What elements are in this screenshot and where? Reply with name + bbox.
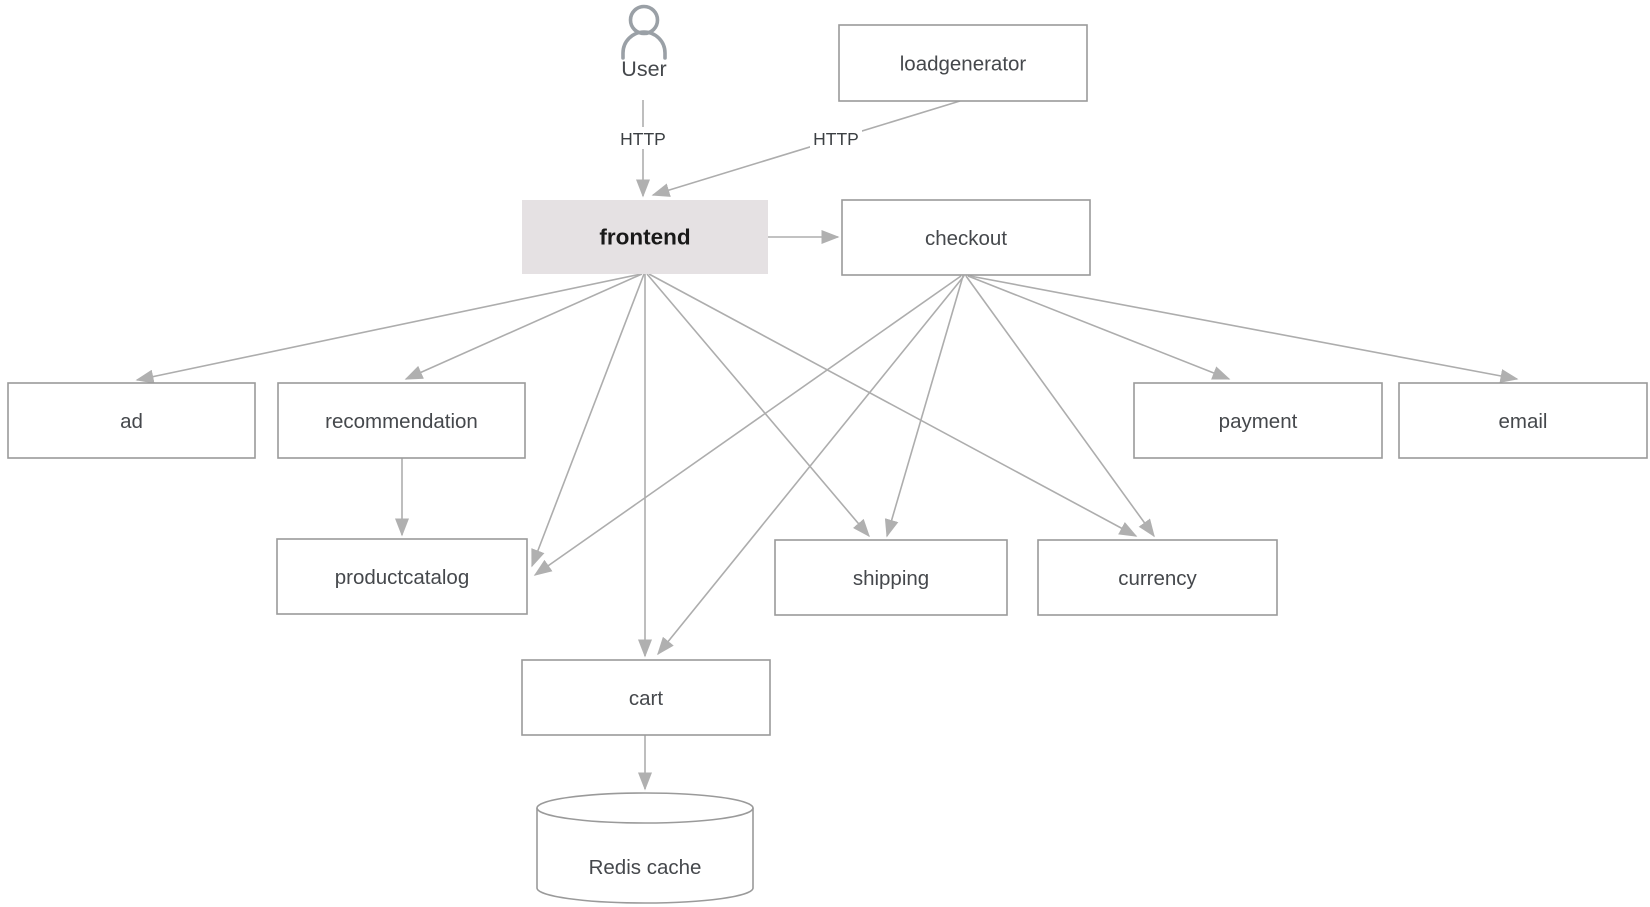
edges-layer [135, 100, 1519, 791]
edge-frontend-shipping [646, 273, 870, 538]
edge-frontend-recommendation [404, 273, 643, 380]
node-box-payment [1133, 382, 1383, 459]
edge-checkout-cart [657, 275, 965, 656]
node-box-currency [1037, 539, 1278, 616]
edge-frontend-ad [135, 273, 642, 384]
node-redis: Redis cache [536, 792, 754, 904]
node-label-shipping: shipping [853, 567, 929, 590]
node-label-cart: cart [629, 687, 663, 710]
edge-frontend-productcatalog [531, 273, 645, 568]
edge-label-bg-loadgenerator [810, 127, 862, 149]
edge-labels-layer: HTTP HTTP [617, 127, 862, 149]
node-productcatalog: productcatalog [276, 538, 528, 615]
node-label-user: User [621, 57, 666, 81]
node-email: email [1398, 382, 1648, 459]
node-label-frontend: frontend [599, 225, 690, 250]
edge-checkout-currency [965, 275, 1155, 538]
node-label-productcatalog: productcatalog [335, 566, 469, 589]
user-icon [621, 30, 667, 60]
node-box-productcatalog [276, 538, 528, 615]
node-recommendation: recommendation [277, 382, 526, 459]
node-label-email: email [1499, 410, 1548, 433]
node-label-redis: Redis cache [589, 856, 702, 879]
edge-checkout-productcatalog [533, 275, 962, 576]
edge-loadgenerator-frontend [651, 100, 961, 197]
node-frontend: frontend [522, 200, 768, 274]
node-label-recommendation: recommendation [325, 410, 478, 433]
node-box-shipping [774, 539, 1008, 616]
nodes-layer: User loadgenerator frontend checkout ad recom… [7, 4, 1648, 904]
node-box-email [1398, 382, 1648, 459]
node-loadgenerator: loadgenerator [838, 24, 1088, 102]
edge-checkout-payment [967, 275, 1231, 380]
user-icon-head [628, 4, 660, 36]
node-shipping: shipping [774, 539, 1008, 616]
node-currency: currency [1037, 539, 1278, 616]
node-label-currency: currency [1118, 567, 1197, 590]
edge-label-bg-user [617, 127, 669, 149]
node-box-loadgenerator [838, 24, 1088, 102]
edge-label-user-frontend: HTTP [620, 129, 666, 149]
node-ad: ad [7, 382, 256, 459]
node-label-ad: ad [120, 410, 143, 433]
edge-frontend-currency [648, 273, 1138, 537]
edge-checkout-email [969, 275, 1519, 383]
node-box-recommendation [277, 382, 526, 459]
node-user: User [621, 4, 667, 81]
cylinder-top-redis [536, 792, 754, 824]
node-label-checkout: checkout [925, 227, 1007, 250]
cylinder-body-redis [536, 808, 754, 904]
node-box-checkout [841, 199, 1091, 276]
node-box-cart [521, 659, 771, 736]
node-checkout: checkout [841, 199, 1091, 276]
node-payment: payment [1133, 382, 1383, 459]
node-cart: cart [521, 659, 771, 736]
edge-label-loadgenerator-frontend: HTTP [813, 129, 859, 149]
node-box-frontend [522, 200, 768, 274]
node-box-ad [7, 382, 256, 459]
node-label-payment: payment [1219, 410, 1298, 433]
edge-checkout-shipping [884, 275, 964, 538]
node-label-loadgenerator: loadgenerator [900, 53, 1027, 76]
